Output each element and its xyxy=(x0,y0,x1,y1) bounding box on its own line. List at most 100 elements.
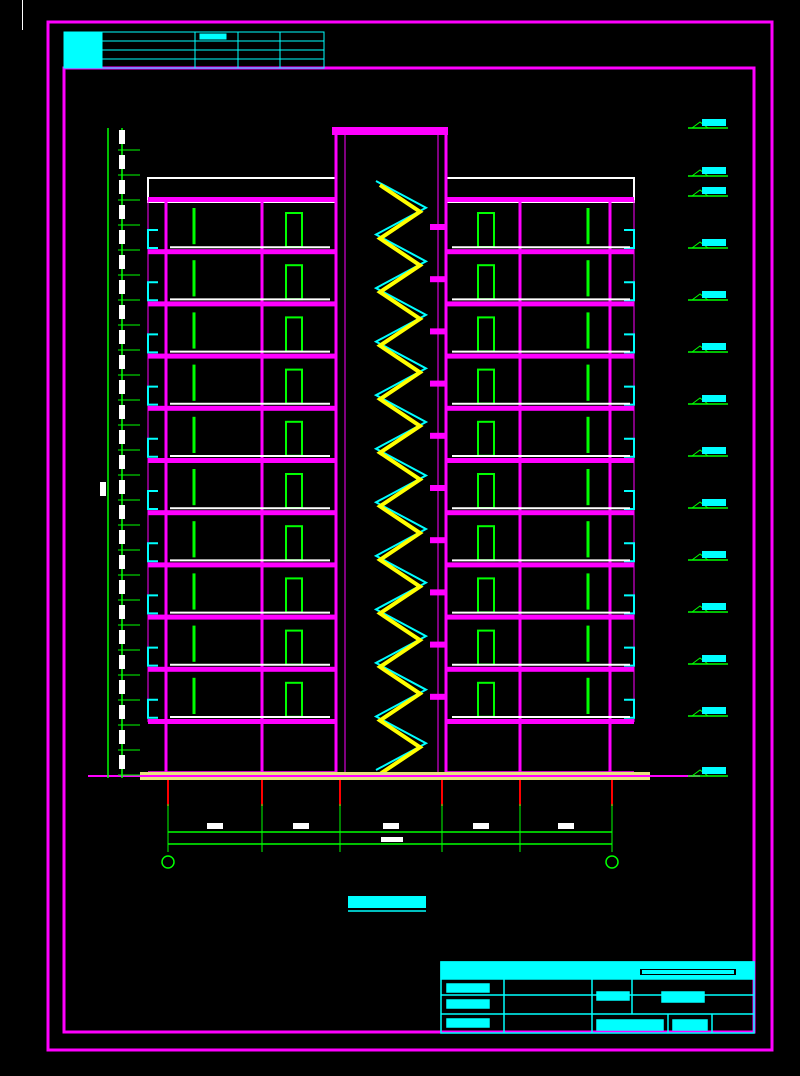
dimension-text-block xyxy=(119,580,125,594)
dimension-text-block xyxy=(119,280,125,294)
stair-landing-beam xyxy=(430,276,446,283)
floor-slab-left xyxy=(148,719,336,724)
floor-slab-left xyxy=(148,562,336,568)
balcony-right xyxy=(624,594,635,615)
elevation-mark-text xyxy=(702,167,726,174)
floor-slab-left xyxy=(148,510,336,516)
dimension-text-block xyxy=(119,455,125,469)
balcony-left xyxy=(147,333,158,354)
stair-flight-outline xyxy=(373,180,429,771)
drawing-caption xyxy=(348,896,426,908)
axis-bubble-a xyxy=(161,855,175,869)
title-block xyxy=(440,961,755,1034)
inner-sheet-border xyxy=(62,66,756,1034)
dimension-text-block xyxy=(119,705,125,719)
door-opening-right xyxy=(477,577,495,614)
door-opening-right xyxy=(477,525,495,562)
door-opening-left xyxy=(285,473,303,509)
elevation-mark-text xyxy=(702,447,726,454)
door-opening-right xyxy=(477,420,495,457)
door-opening-left xyxy=(285,264,303,301)
balcony-right xyxy=(624,281,635,302)
dimension-text-block xyxy=(119,355,125,369)
cursor-line xyxy=(22,0,23,30)
door-opening-right xyxy=(477,368,495,405)
dimension-text-block xyxy=(119,605,125,619)
stair-landing-beam xyxy=(430,432,446,439)
elevation-mark-text xyxy=(702,603,726,610)
stair-landing-beam xyxy=(430,693,446,700)
revision-table xyxy=(63,31,325,69)
dimension-text-block xyxy=(119,555,125,569)
dimension-text-block xyxy=(119,430,125,444)
floor-slab-left xyxy=(148,249,336,255)
dimension-text-block xyxy=(119,130,125,144)
door-opening-right xyxy=(477,264,495,301)
stair-flight xyxy=(376,183,424,776)
stair-landing-beam xyxy=(430,485,446,491)
dimension-text-block xyxy=(119,505,125,519)
dimension-text-block xyxy=(119,205,125,219)
floor-slab-right xyxy=(446,197,634,202)
door-opening-right xyxy=(477,316,495,353)
door-opening-right xyxy=(477,629,495,666)
axis-dimension-text xyxy=(383,823,399,829)
dimension-text-block xyxy=(119,155,125,169)
floor-slab-left xyxy=(148,353,336,359)
floor-slab-right xyxy=(446,458,634,463)
floor-slab-right xyxy=(446,614,634,620)
dimension-text-block xyxy=(119,530,125,544)
floor-slab-right xyxy=(446,562,634,568)
floor-slab-right xyxy=(446,510,634,516)
elevation-mark-text xyxy=(702,551,726,558)
stair-landing-beam xyxy=(430,641,446,648)
axis-dimension-text xyxy=(293,823,309,829)
elevation-mark-text xyxy=(702,707,726,714)
balcony-right xyxy=(624,542,635,563)
elevation-mark-text xyxy=(702,239,726,246)
floor-slab-left xyxy=(148,405,336,411)
elevation-mark-text xyxy=(702,655,726,662)
elevation-mark-text xyxy=(702,395,726,402)
balcony-left xyxy=(147,542,158,563)
elevation-mark-text xyxy=(702,187,726,194)
outer-sheet-border xyxy=(46,20,774,1052)
dimension-text-block xyxy=(119,180,125,194)
dimension-text-block xyxy=(119,730,125,744)
door-opening-right xyxy=(477,681,495,718)
stair-tower-roof xyxy=(332,127,448,135)
axis-bubble-f xyxy=(605,855,619,869)
door-opening-right xyxy=(477,473,495,509)
door-opening-left xyxy=(285,316,303,353)
door-opening-left xyxy=(285,577,303,614)
stair-landing-beam xyxy=(430,380,446,387)
stair-landing-beam xyxy=(430,224,446,230)
door-opening-left xyxy=(285,420,303,457)
balcony-right xyxy=(624,385,635,406)
balcony-left xyxy=(147,385,158,406)
door-opening-right xyxy=(477,212,495,248)
elevation-mark-text xyxy=(702,767,726,774)
door-opening-left xyxy=(285,681,303,718)
elevation-mark-text xyxy=(702,119,726,126)
dimension-text-block xyxy=(119,380,125,394)
axis-dimension-text xyxy=(558,823,574,829)
dimension-text-block xyxy=(119,405,125,419)
balcony-right xyxy=(624,229,635,249)
building-section xyxy=(88,119,728,869)
balcony-left xyxy=(147,437,158,458)
dimension-text-block xyxy=(119,230,125,244)
balcony-right xyxy=(624,333,635,354)
balcony-right xyxy=(624,698,635,719)
floor-slab-right xyxy=(446,301,634,307)
dimension-text-block xyxy=(119,680,125,694)
balcony-left xyxy=(147,594,158,615)
balcony-left xyxy=(147,646,158,667)
floor-slab-left xyxy=(148,197,336,202)
balcony-right xyxy=(624,646,635,667)
stair-landing-beam xyxy=(430,328,446,335)
floor-slab-right xyxy=(446,249,634,255)
balcony-left xyxy=(147,229,158,249)
floor-slab-right xyxy=(446,666,634,672)
